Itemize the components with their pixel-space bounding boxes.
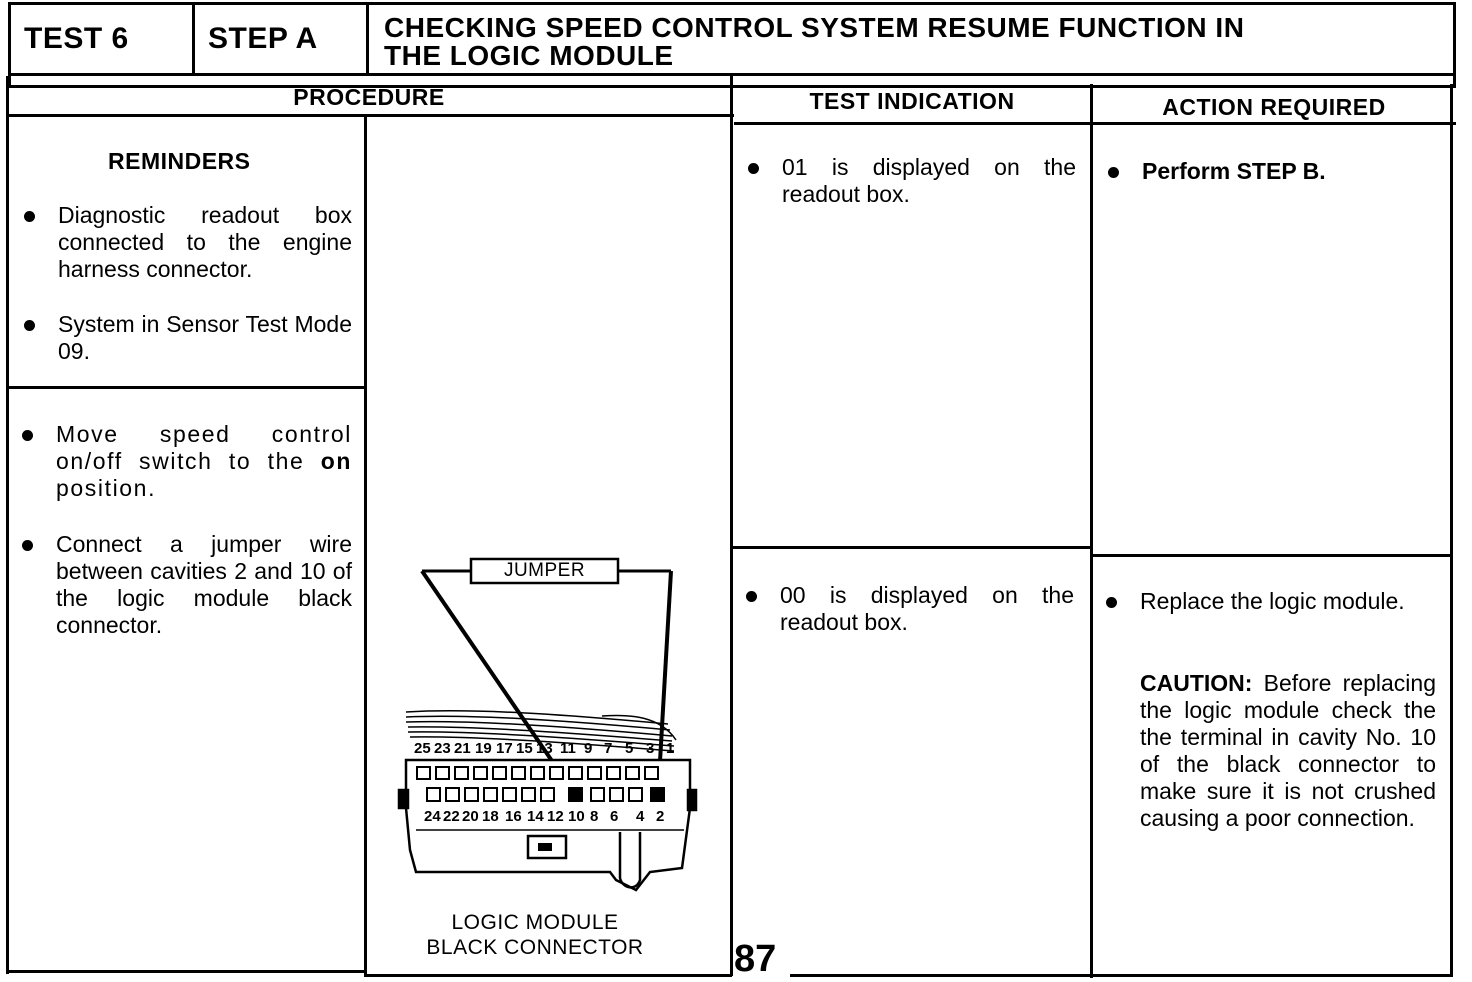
page-number: 87 <box>734 938 777 980</box>
divider-result-row-action <box>1090 554 1452 557</box>
caution-text: Before replacing the logic module check … <box>1140 670 1436 831</box>
connector-key <box>526 834 568 860</box>
connector-diagram <box>397 557 698 892</box>
divider-procedure-indication <box>730 76 733 976</box>
jumper-wire-left-diag <box>420 569 578 798</box>
header-underline <box>8 73 1456 76</box>
step-label: STEP A <box>208 22 318 55</box>
bullet-icon <box>24 211 35 222</box>
diagram-caption: LOGIC MODULE BLACK CONNECTOR <box>400 910 670 960</box>
divider-reminders-diagram <box>364 114 367 974</box>
divider-indication-action <box>1090 84 1093 978</box>
column-procedure-header: PROCEDURE <box>293 84 445 110</box>
bullet-icon <box>22 540 33 551</box>
caption-line1: LOGIC MODULE <box>451 911 619 934</box>
jumper-label-box <box>469 557 620 585</box>
cavity-row-top <box>416 766 659 780</box>
step1-text-bold: on <box>320 448 352 474</box>
cavity-row-bottom <box>426 787 665 802</box>
divider-reminders-steps <box>6 386 366 389</box>
page-title-line1: CHECKING SPEED CONTROL SYSTEM RESUME FUN… <box>384 12 1245 43</box>
bullet-icon <box>1106 597 1117 608</box>
top-pin-numbers: 25 23 21 19 17 15 13 11 9 7 5 3 1 <box>414 740 675 757</box>
frame-bottom-right <box>790 974 1450 977</box>
frame-bottom-left <box>6 970 364 973</box>
column-test-indication-header: TEST INDICATION <box>809 88 1015 114</box>
frame-right <box>1450 84 1453 977</box>
jumper-label: JUMPER <box>503 560 586 581</box>
caption-line2: BLACK CONNECTOR <box>426 936 644 959</box>
bottom-pin-numbers: 24 22 20 18 16 14 12 10 8 6 4 2 <box>424 808 665 825</box>
bullet-icon <box>24 320 35 331</box>
test-label: TEST 6 <box>24 22 129 55</box>
bullet-icon <box>748 163 759 174</box>
column-action-required-header: ACTION REQUIRED <box>1162 94 1386 120</box>
jumper-wire-right-vert <box>656 570 673 797</box>
bullet-icon <box>746 591 757 602</box>
column-header-bottom-left <box>8 114 734 117</box>
divider-result-row <box>732 546 1092 549</box>
frame-bottom-diagram <box>364 974 732 977</box>
bullet-icon <box>22 430 33 441</box>
column-header-bottom-right <box>734 122 1456 125</box>
reminders-title: REMINDERS <box>108 148 251 174</box>
header-divider-1 <box>192 2 195 76</box>
caution-label: CAUTION: <box>1140 670 1253 696</box>
frame-left <box>6 76 9 974</box>
step1-text-pre: Move speed control on/off switch to the <box>56 421 352 474</box>
page-title-line2: THE LOGIC MODULE <box>384 40 674 71</box>
bullet-icon <box>1108 167 1119 178</box>
step1-text-post: position. <box>56 475 157 501</box>
wire-harness <box>405 710 677 752</box>
header-divider-2 <box>366 2 369 76</box>
